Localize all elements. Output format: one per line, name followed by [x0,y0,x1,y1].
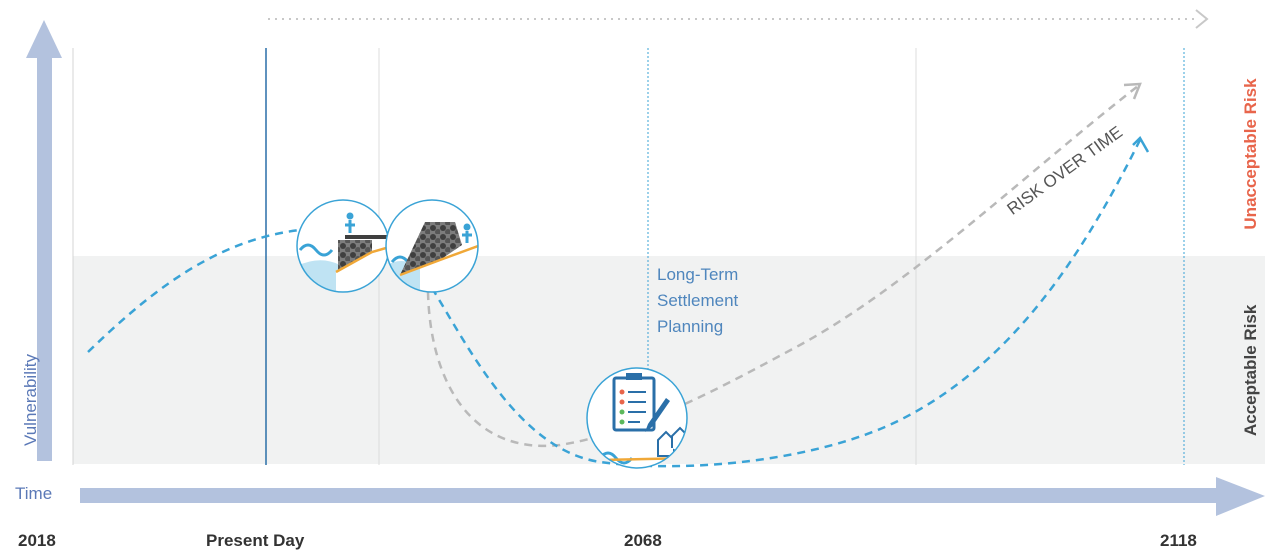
y-axis-label: Vulnerability [21,354,40,446]
planning-checklist-icon [586,367,688,469]
risk-over-time-label: RISK OVER TIME [1004,122,1126,218]
vulnerability-arrow-head [26,20,62,58]
settlement-planning-label: Long-Term Settlement Planning [657,262,738,340]
timeline-label-2018: 2018 [18,531,56,550]
unacceptable-risk-label: Unacceptable Risk [1241,78,1260,230]
acceptable-risk-label: Acceptable Risk [1241,304,1260,436]
timeline-label-2118: 2118 [1160,531,1197,550]
time-arrow-shaft [80,488,1220,503]
vulnerability-arrow-shaft [37,56,52,461]
time-arrow-head [1216,477,1265,516]
initial-vulnerability-curve [87,228,301,353]
timeline-label-2068: 2068 [624,531,662,550]
risk-over-time-curve [426,85,1139,448]
x-axis-label: Time [15,484,53,503]
settlement-planning-line: Long-Term [657,265,739,284]
revetment-icon [385,199,479,293]
settlement-planning-line: Planning [657,317,724,336]
settlement-planning-line: Settlement [657,291,739,310]
timeline-label-present-day: Present Day [206,531,305,550]
future-arrow-head [1195,9,1209,29]
adaptive-pathway-arrow-head [1132,135,1150,153]
risk-over-time-arrow-head [1123,82,1142,100]
